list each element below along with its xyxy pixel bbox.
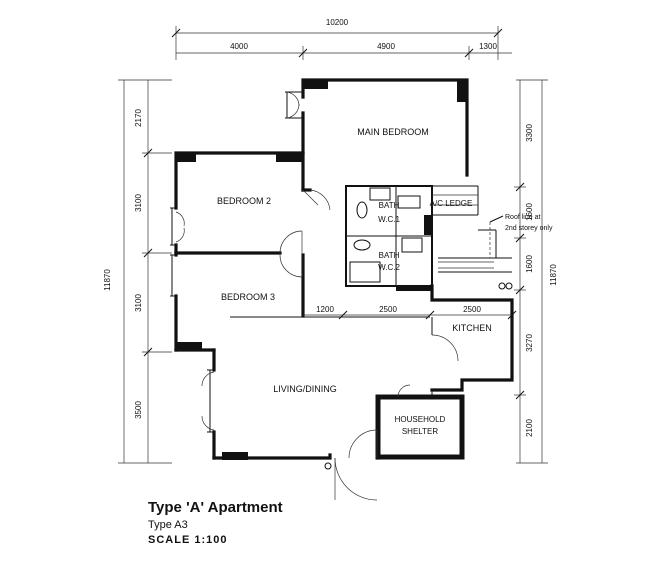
plan-title: Type 'A' Apartment (148, 499, 283, 516)
top-dimensions: 10200 4000 4900 1300 (171, 18, 512, 60)
left-dimensions: 11870 2170 3100 3100 3500 (103, 79, 172, 464)
dim-left-3: 3100 (134, 294, 143, 312)
dim-right-3: 1600 (525, 255, 534, 273)
window-living (201, 369, 215, 433)
plan-type: Type A3 (148, 519, 188, 531)
entrance-bell (324, 462, 332, 470)
wc-2-toilet (353, 239, 371, 251)
plan-scale: SCALE 1:100 (148, 534, 228, 546)
dim-right-4: 3270 (525, 334, 534, 352)
dim-inner-2: 2500 (379, 305, 397, 314)
dim-left-4: 3500 (134, 401, 143, 419)
inner-dimensions: 1200 2500 2500 (303, 305, 517, 320)
doors-windows (170, 91, 494, 501)
label-shelter-2: SHELTER (402, 427, 439, 436)
roof-line-text-1: Roof line at (505, 214, 540, 221)
label-living-dining: LIVING/DINING (273, 384, 337, 394)
roof-line-note: Roof line at 2nd storey only (489, 214, 553, 258)
wc-1-toilet (356, 201, 368, 219)
dim-top-1: 4000 (230, 42, 248, 51)
right-dimensions: 11870 3300 1600 1600 3270 2100 (514, 79, 558, 464)
dim-left-1: 2170 (134, 109, 143, 127)
dim-right-2: 1600 (525, 203, 534, 221)
bath-1-basin (369, 187, 391, 201)
dim-left-2: 3100 (134, 194, 143, 212)
label-bath-2: BATH (379, 251, 400, 260)
columns (176, 80, 467, 460)
label-bedroom-2: BEDROOM 2 (217, 196, 271, 206)
bath-2-shower (349, 261, 381, 283)
window-bedroom-3 (170, 254, 176, 297)
roof-line-text-2: 2nd storey only (505, 225, 553, 232)
label-kitchen: KITCHEN (452, 323, 492, 333)
room-labels: MAIN BEDROOM BEDROOM 2 BEDROOM 3 BATH W.… (217, 127, 492, 436)
window-main-bedroom (285, 91, 303, 119)
label-bath-1: BATH (379, 201, 400, 210)
dim-top-3: 1300 (479, 42, 497, 51)
walls (174, 78, 514, 460)
bath-2-basin (401, 237, 423, 253)
dim-top-2: 4900 (377, 42, 395, 51)
dim-left-total: 11870 (103, 269, 112, 291)
label-ac-ledge: A/C LEDGE (430, 199, 473, 208)
label-shelter-1: HOUSEHOLD (395, 415, 446, 424)
dim-right-5: 2100 (525, 419, 534, 437)
dim-right-total: 11870 (549, 264, 558, 286)
dim-inner-3: 2500 (463, 305, 481, 314)
bath-1-shower (397, 195, 421, 209)
dim-top-total: 10200 (326, 18, 349, 27)
dim-right-1: 3300 (525, 124, 534, 142)
dim-inner-1: 1200 (316, 305, 334, 314)
label-wc-1: W.C.1 (378, 215, 400, 224)
kitchen-sink (498, 282, 506, 290)
label-wc-2: W.C.2 (378, 263, 400, 272)
kitchen-sink-2 (505, 282, 513, 290)
label-main-bedroom: MAIN BEDROOM (357, 127, 429, 137)
label-bedroom-3: BEDROOM 3 (221, 292, 275, 302)
window-bedroom-2 (170, 207, 185, 246)
fixtures (324, 187, 513, 470)
